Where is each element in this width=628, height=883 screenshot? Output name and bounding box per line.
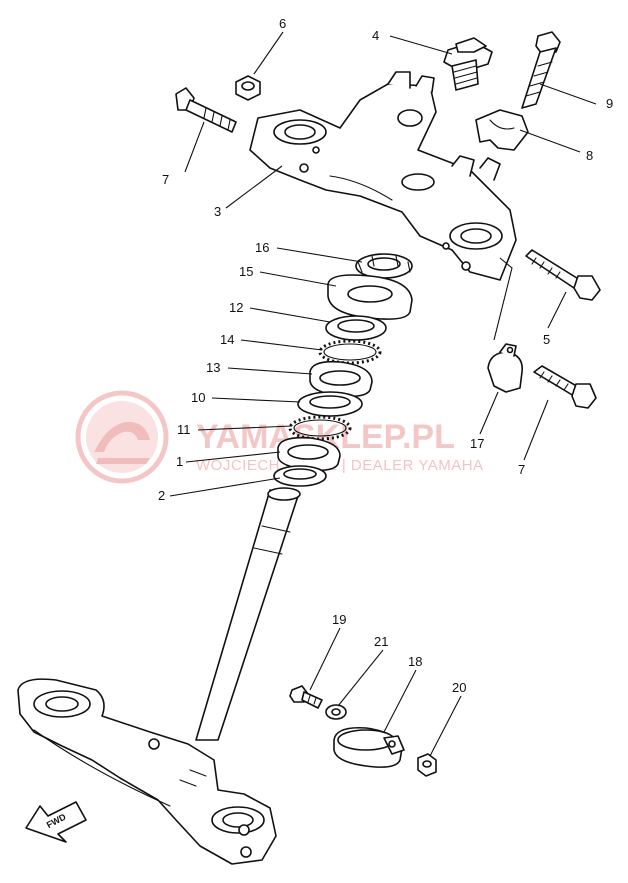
callout-20: 20 (452, 680, 466, 695)
watermark: YAMASKLEP.PL WOJCIECH KOLCZ | DEALER YAM… (75, 390, 484, 484)
leader-lines (169, 31, 597, 757)
part-11-ball-ring (288, 415, 352, 441)
part-1-race (277, 436, 341, 472)
part-14-ball-ring (318, 339, 382, 365)
callout-3: 3 (214, 204, 221, 219)
callout-5: 5 (543, 332, 550, 347)
part-17-clamp (487, 343, 524, 393)
callout-15: 15 (239, 264, 253, 279)
part-18-holder (333, 726, 405, 768)
callout-7-left: 7 (162, 172, 169, 187)
part-8-holder-cap (475, 109, 529, 151)
callout-12: 12 (229, 300, 243, 315)
part-15-cover (327, 274, 413, 320)
callout-21: 21 (374, 634, 388, 649)
callout-16: 16 (255, 240, 269, 255)
part-16-ring-nut (355, 253, 413, 279)
part-2-seal (273, 465, 327, 487)
callout-9: 9 (606, 96, 613, 111)
callout-10: 10 (191, 390, 205, 405)
callout-7-right: 7 (518, 462, 525, 477)
callout-labels: 6 4 9 8 7 3 16 15 12 14 13 10 11 1 2 5 1… (158, 16, 613, 695)
part-7-bolt-right (533, 365, 597, 409)
callout-14: 14 (220, 332, 234, 347)
watermark-subtext: WOJCIECH KOLCZ | DEALER YAMAHA (196, 457, 484, 474)
under-bracket-with-stem (17, 487, 301, 865)
watermark-logo-icon (75, 390, 169, 484)
callout-11: 11 (177, 422, 191, 437)
callout-19: 19 (332, 612, 346, 627)
callout-18: 18 (408, 654, 422, 669)
callout-13: 13 (206, 360, 220, 375)
part-6-nut (235, 75, 261, 101)
part-19-small-bolt (289, 685, 323, 709)
fwd-arrow-icon: FWD (25, 801, 87, 843)
part-7-bolt-left (175, 87, 237, 133)
part-9-long-bolt (521, 31, 561, 109)
part-4-flange-bolt (443, 37, 493, 91)
part-3-upper-bracket (249, 71, 517, 281)
part-20-nut (417, 753, 437, 777)
callout-4: 4 (372, 28, 379, 43)
callout-6: 6 (279, 16, 286, 31)
part-12-race (325, 315, 387, 341)
callout-17: 17 (470, 436, 484, 451)
callout-8: 8 (586, 148, 593, 163)
part-10-race (297, 391, 363, 417)
part-21-washer (325, 704, 347, 720)
callout-1: 1 (176, 454, 183, 469)
part-13-race (309, 360, 373, 398)
part-5-bolt (525, 249, 601, 301)
callout-2: 2 (158, 488, 165, 503)
